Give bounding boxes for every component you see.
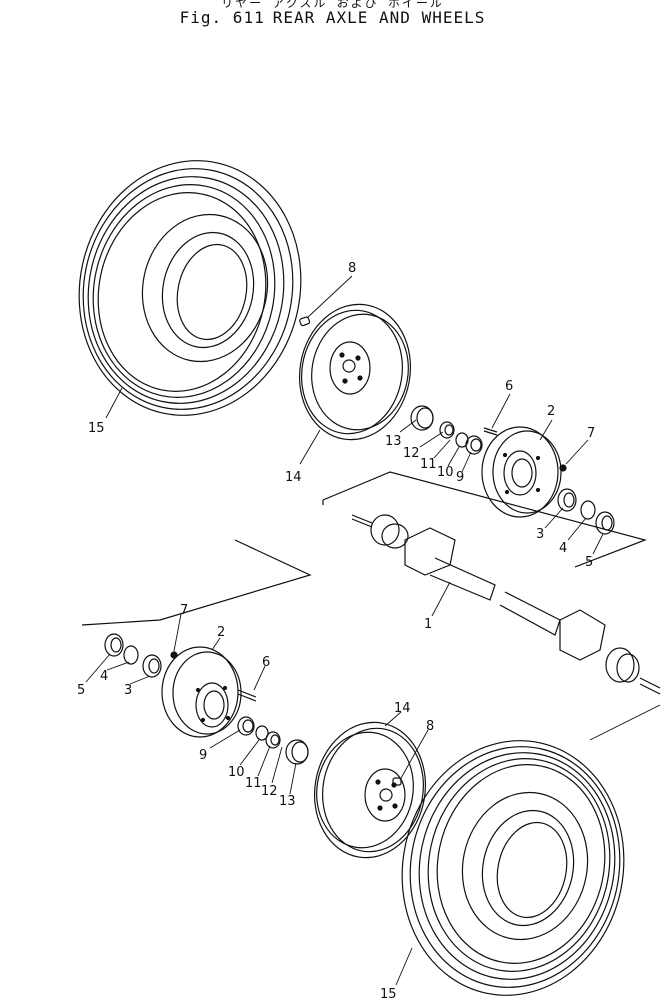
- figure-number: Fig. 611: [179, 8, 265, 27]
- callout-upper-2: 2: [547, 404, 555, 419]
- upper-wheel-stud: [299, 316, 311, 327]
- callout-lower-9: 9: [199, 748, 207, 763]
- callout-upper-6: 6: [505, 379, 513, 394]
- callout-upper-3: 3: [536, 527, 544, 542]
- callout-lower-7: 7: [180, 603, 188, 618]
- figure-title: Fig. 611 REAR AXLE AND WHEELS: [0, 8, 665, 27]
- callout-upper-13: 13: [385, 434, 402, 449]
- upper-wheel-rim: [298, 303, 412, 441]
- lower-hub-bolt: [237, 689, 257, 702]
- figure-caption: REAR AXLE AND WHEELS: [272, 8, 486, 27]
- callout-upper-14: 14: [285, 470, 302, 485]
- callout-upper-4: 4: [559, 541, 567, 556]
- callout-axle-1: 1: [424, 617, 432, 632]
- upper-callouts: 15 14 8 13 12 11 10 9 6 2 7 3 4 5: [88, 261, 595, 570]
- callout-lower-13: 13: [279, 794, 296, 809]
- callout-lower-5: 5: [77, 683, 85, 698]
- callout-lower-3: 3: [124, 683, 132, 698]
- lower-hub-drum: [161, 646, 242, 738]
- callout-upper-8: 8: [348, 261, 356, 276]
- callout-upper-11: 11: [420, 457, 437, 472]
- upper-bearing-set: [557, 488, 615, 535]
- callout-lower-11: 11: [245, 776, 262, 791]
- lower-small-parts: [237, 716, 309, 765]
- callout-lower-8: 8: [426, 719, 434, 734]
- lower-grease-nipple: [170, 651, 178, 659]
- japanese-caption: リヤー アクスル および ホイール: [221, 0, 444, 10]
- axle-frame-edge: [589, 704, 661, 741]
- callout-upper-15: 15: [88, 421, 105, 436]
- upper-frame-edge: [574, 539, 646, 568]
- leader-lines: [85, 275, 604, 986]
- callout-lower-15: 15: [380, 987, 397, 999]
- lower-wheel-stud: [392, 777, 402, 786]
- lower-bearing-set: [104, 633, 162, 678]
- callout-lower-6: 6: [262, 655, 270, 670]
- lower-tire: [401, 740, 625, 996]
- upper-hub-drum: [481, 426, 562, 518]
- callout-lower-2: 2: [217, 625, 225, 640]
- callout-upper-10: 10: [437, 465, 454, 480]
- lower-assembly-bracket: [81, 539, 312, 626]
- lower-callouts: 5 4 3 7 2 6 9 10 11 12 13 14 8 15: [77, 603, 434, 999]
- lower-wheel-rim: [313, 721, 427, 859]
- axle-callouts: 1: [424, 617, 432, 632]
- callout-lower-14: 14: [394, 701, 411, 716]
- callout-lower-4: 4: [100, 669, 108, 684]
- rear-axle-beam: [351, 514, 661, 695]
- callout-lower-12: 12: [261, 784, 278, 799]
- callout-upper-12: 12: [403, 446, 420, 461]
- callout-lower-10: 10: [228, 765, 245, 780]
- upper-tire: [78, 160, 302, 416]
- upper-small-parts: [410, 405, 567, 472]
- callout-upper-5: 5: [585, 555, 593, 570]
- callout-upper-7: 7: [587, 426, 595, 441]
- callout-upper-9: 9: [456, 470, 464, 485]
